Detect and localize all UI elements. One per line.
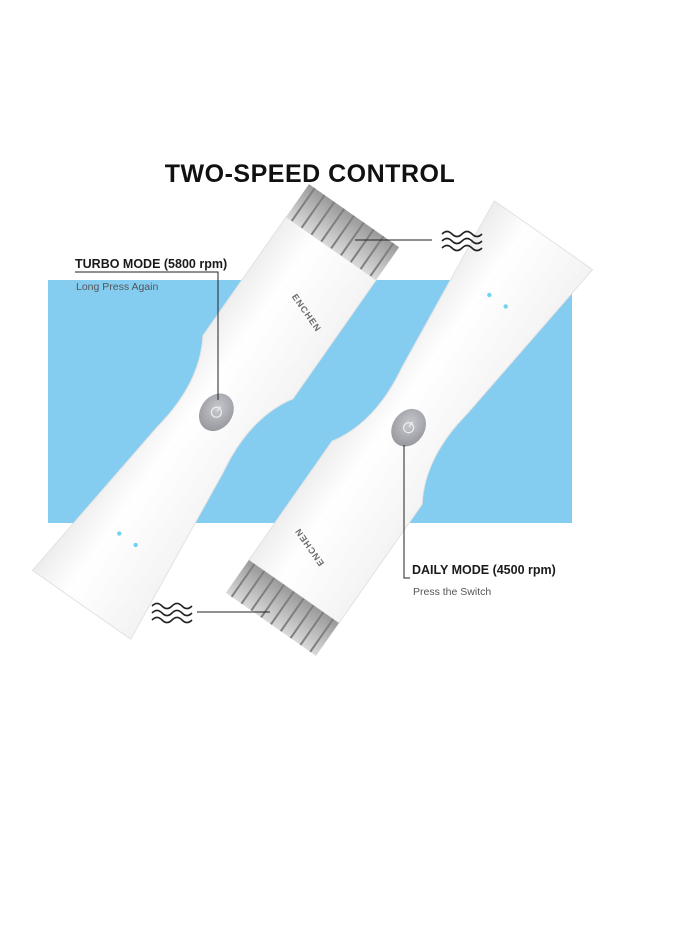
turbo-comb xyxy=(286,184,400,281)
vibration-waves-icon xyxy=(441,230,483,252)
daily-comb xyxy=(225,559,339,656)
daily-mode-title: DAILY MODE (4500 rpm) xyxy=(412,563,556,577)
callout-lines xyxy=(75,239,432,613)
indicator-light xyxy=(117,531,122,536)
vibration-waves-icon xyxy=(151,602,193,624)
daily-mode-subtitle: Press the Switch xyxy=(413,586,492,598)
page-title: TWO-SPEED CONTROL xyxy=(164,160,456,188)
indicator-light xyxy=(487,292,492,298)
daily-power-button xyxy=(391,408,427,447)
indicator-light xyxy=(503,304,508,309)
daily-clipper xyxy=(225,200,594,656)
turbo-clipper xyxy=(31,184,400,640)
turbo-mode-title: TURBO MODE (5800 rpm) xyxy=(75,257,228,271)
turbo-power-button xyxy=(198,393,234,432)
turbo-mode-subtitle: Long Press Again xyxy=(76,281,159,293)
indicator-light xyxy=(133,542,138,548)
